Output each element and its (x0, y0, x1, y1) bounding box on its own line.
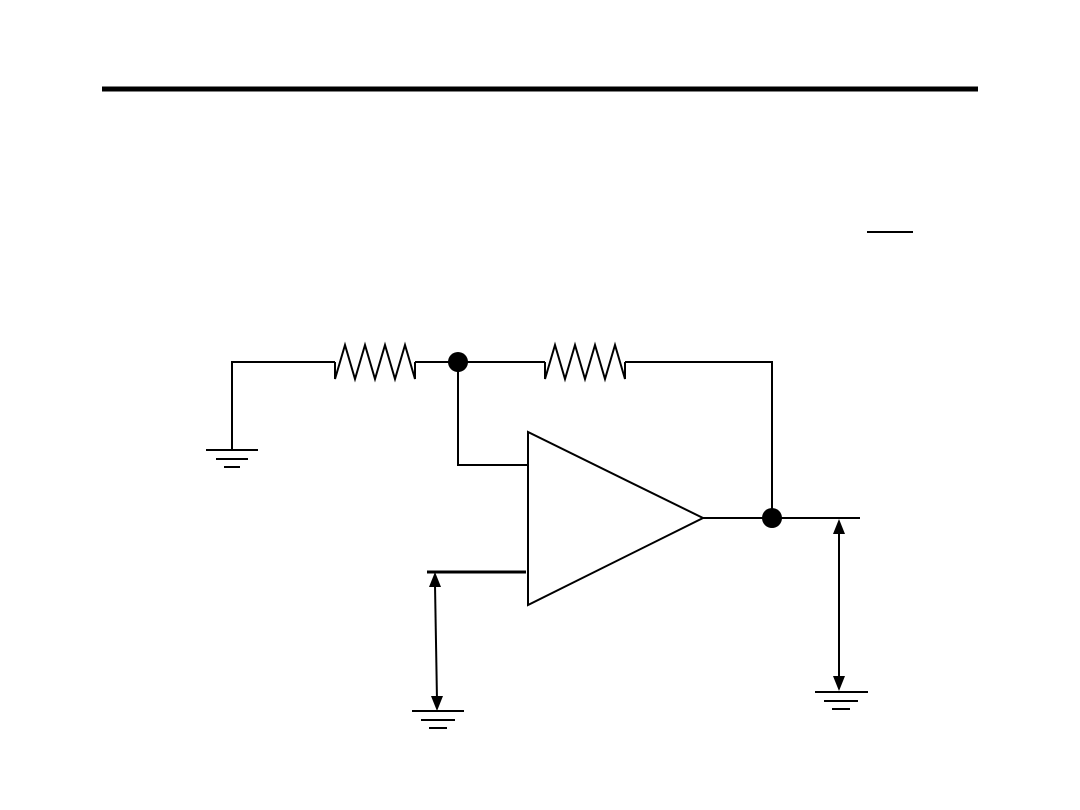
wire-left-ground (231, 361, 335, 450)
ground-symbol-output (815, 691, 868, 710)
op-amp (527, 430, 706, 607)
wire-feedback (625, 361, 773, 518)
resistor-r2 (544, 341, 626, 383)
ground-symbol-input (412, 710, 464, 729)
wire-inverting-input (457, 362, 528, 466)
input-voltage-arrow (429, 572, 443, 711)
junction-dot-output (762, 508, 782, 528)
output-voltage-arrow (833, 519, 845, 691)
resistor-r1 (334, 341, 416, 383)
ground-symbol-left (206, 449, 258, 468)
